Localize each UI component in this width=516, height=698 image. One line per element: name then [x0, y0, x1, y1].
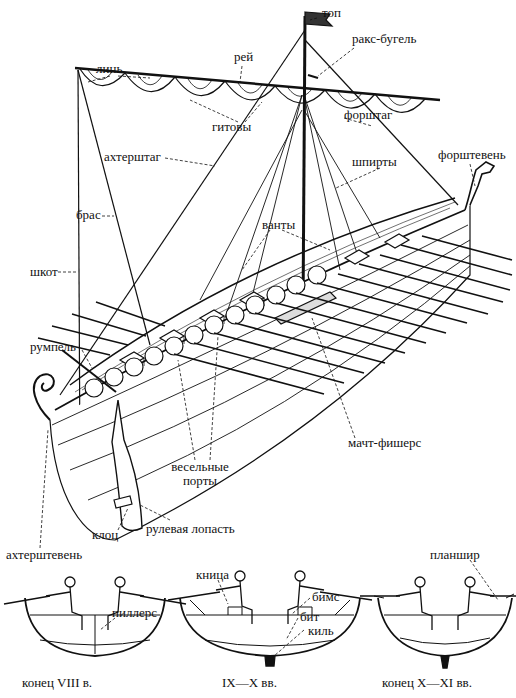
- tiller: [62, 350, 116, 392]
- section-hull: [180, 598, 360, 656]
- part-label: кница: [196, 568, 229, 582]
- parrel: [308, 75, 318, 78]
- shield: [145, 347, 163, 365]
- deck-planks: [75, 202, 455, 392]
- part-label: весельные порты: [160, 460, 240, 489]
- part-label: мачт-фишерс: [348, 436, 421, 450]
- shield: [267, 286, 285, 304]
- part-label: шпирты: [352, 155, 397, 169]
- rower: [396, 577, 432, 630]
- part-label: шкот: [30, 265, 58, 279]
- shield: [85, 379, 103, 397]
- rower: [458, 577, 494, 630]
- section-frame: [186, 600, 354, 646]
- section-oars: [360, 595, 516, 597]
- shield: [308, 266, 326, 284]
- near-gunwale: [55, 210, 465, 410]
- shield: [205, 316, 223, 334]
- section-frame: [374, 594, 514, 644]
- chest-sides: [130, 298, 264, 374]
- leader-lines: [40, 18, 498, 656]
- part-label: топ: [322, 6, 341, 20]
- yard: [75, 68, 440, 100]
- shields: [85, 266, 326, 397]
- keel: [441, 656, 449, 668]
- part-label: конец X—XI вв.: [382, 676, 472, 690]
- section-oars: [4, 596, 186, 604]
- section-frame: [30, 615, 160, 654]
- part-label: бит: [300, 610, 319, 624]
- part-label: конец VIII в.: [22, 676, 92, 690]
- far-gunwale: [70, 198, 455, 385]
- section-hull: [378, 598, 512, 656]
- cross-sections: [4, 571, 516, 668]
- part-label: форштаг: [344, 108, 392, 122]
- keel: [265, 656, 275, 666]
- section-x-xi: [360, 577, 516, 668]
- shield: [125, 358, 143, 376]
- ship-drawing: [34, 12, 512, 540]
- part-label: брас: [76, 208, 101, 222]
- part-label: ахтерштевень: [6, 548, 82, 562]
- forestay: [305, 40, 458, 205]
- section-hull: [25, 598, 165, 656]
- part-label: бимс: [312, 590, 340, 604]
- rower: [108, 577, 144, 630]
- sail-folds: [88, 70, 412, 105]
- shield: [105, 368, 123, 386]
- hull-bottom: [50, 205, 470, 540]
- part-label: ахтерштаг: [104, 150, 161, 164]
- furled-sail: [80, 69, 425, 112]
- part-label: ракс-бугель: [352, 32, 416, 46]
- part-label: линь: [96, 62, 122, 76]
- stern-post: [34, 374, 54, 420]
- part-label: форштевень: [438, 148, 506, 162]
- shield: [165, 337, 183, 355]
- part-label: гитовы: [212, 120, 251, 134]
- shield: [246, 296, 264, 314]
- rower: [46, 577, 82, 630]
- section-oars: [168, 592, 372, 600]
- rudder-boss: [114, 496, 132, 508]
- part-label: планшир: [430, 548, 480, 562]
- part-label: киль: [308, 624, 334, 638]
- section-ix-x: [168, 571, 372, 666]
- part-label: IX—X вв.: [222, 676, 277, 690]
- shield: [226, 306, 244, 324]
- part-label: рулевая лопасть: [146, 522, 235, 536]
- shield: [185, 326, 203, 344]
- part-label: клоц: [92, 528, 118, 542]
- section-viii: [4, 577, 186, 656]
- oars: [174, 236, 512, 394]
- mast: [303, 16, 305, 312]
- part-label: рей: [234, 50, 253, 64]
- part-label: пиллерс: [112, 606, 157, 620]
- part-label: ванты: [262, 218, 295, 232]
- shield: [287, 276, 305, 294]
- chests: [228, 607, 312, 615]
- part-label: румпель: [30, 340, 76, 354]
- bow-post-dragon: [465, 162, 494, 210]
